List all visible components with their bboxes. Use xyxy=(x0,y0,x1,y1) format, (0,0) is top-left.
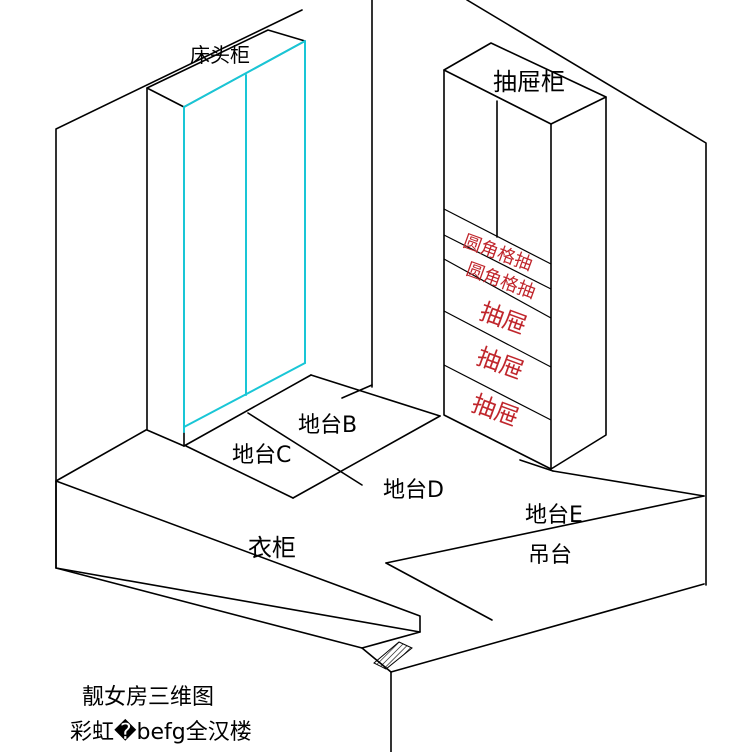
hanging-platform-label: 吊台 xyxy=(528,543,572,568)
platform-d-back xyxy=(292,415,441,499)
platform-d-label: 地台D xyxy=(383,478,444,503)
bedside-cabinet-label: 床头柜 xyxy=(190,43,250,67)
drawer-label-3: 抽屉 xyxy=(468,389,523,432)
door-bottom-edge xyxy=(183,362,306,428)
platform-b-back xyxy=(310,374,441,417)
caption-line-1: 靓女房三维图 xyxy=(82,685,214,710)
platform-b-corner xyxy=(341,384,373,399)
drawer-line-2 xyxy=(443,234,552,290)
floor-left-edge xyxy=(55,429,147,482)
platform-e-front xyxy=(385,495,705,564)
hatch-patch xyxy=(373,641,413,670)
drawer-line-5 xyxy=(443,364,552,421)
drawer-cabinet xyxy=(443,42,607,470)
drawer-line-4 xyxy=(443,310,552,368)
platform-e-back xyxy=(552,470,705,497)
right-wall-outline xyxy=(466,0,707,586)
platform-d-right xyxy=(519,459,554,472)
drawer-label-2: 抽屉 xyxy=(473,342,528,385)
floor-divider-1 xyxy=(183,374,312,447)
wardrobe-top-face xyxy=(55,480,421,633)
platform-c-divider xyxy=(247,412,363,486)
platform-e-lower xyxy=(385,562,493,621)
door-top-edge xyxy=(183,40,306,108)
front-right-top-edge xyxy=(390,583,705,673)
drawer-cabinet-front-left xyxy=(443,69,552,470)
drawer-line-1 xyxy=(443,208,552,265)
platform-c-front xyxy=(185,445,294,499)
drawer-line-3 xyxy=(443,258,552,319)
bedside-cabinet xyxy=(146,29,306,447)
platform-b-label: 地台B xyxy=(298,413,357,438)
floor-platforms xyxy=(55,374,705,621)
left-wall-outline xyxy=(55,9,303,482)
drawer-label-1: 抽屉 xyxy=(476,297,531,340)
drawer-cabinet-label: 抽屉柜 xyxy=(493,68,565,96)
wardrobe-front-edge xyxy=(55,567,392,673)
bedside-cabinet-side xyxy=(146,87,185,447)
drawer-cabinet-side xyxy=(550,96,607,470)
wardrobe-block xyxy=(55,480,705,752)
room-walls xyxy=(55,0,707,586)
bedside-cabinet-top xyxy=(146,29,306,108)
wardrobe-label: 衣柜 xyxy=(248,534,296,562)
platform-e-label: 地台E xyxy=(525,503,583,528)
platform-c-label: 地台C xyxy=(232,443,291,468)
caption-line-2: 彩虹�befg全汉楼 xyxy=(70,718,252,745)
wardrobe-step xyxy=(361,631,421,649)
